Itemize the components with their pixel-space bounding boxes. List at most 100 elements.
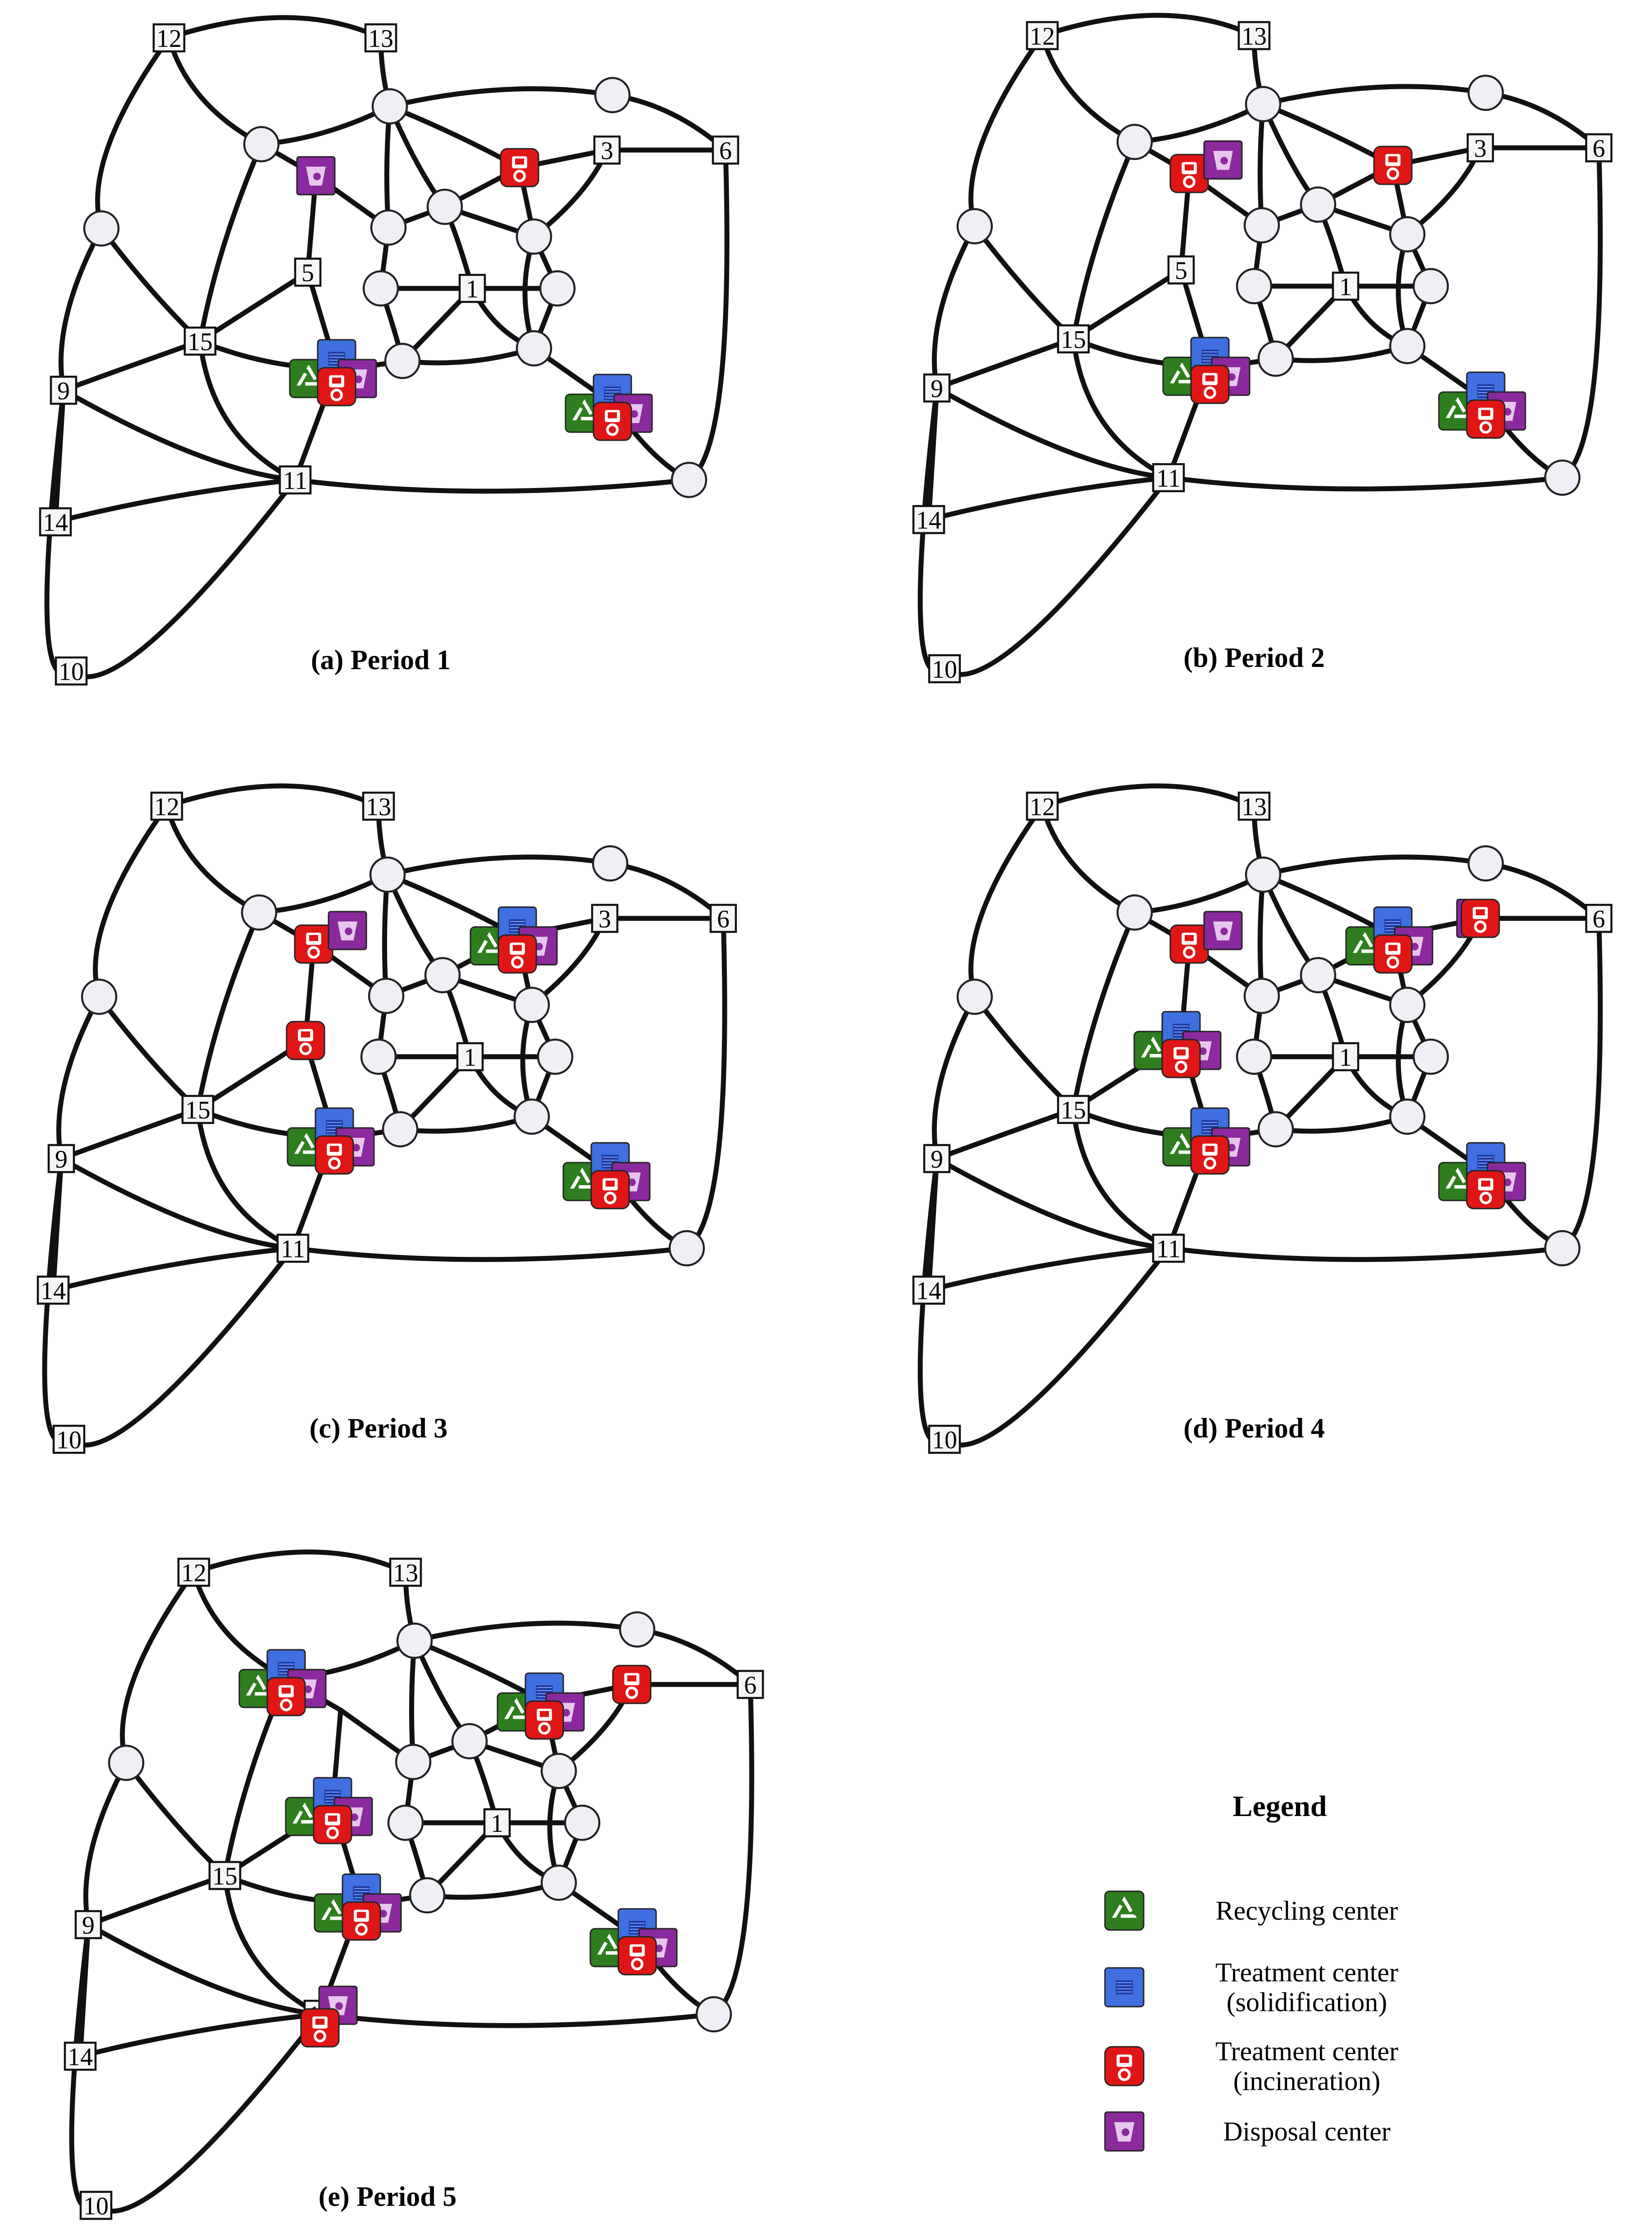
intermediate-node — [592, 845, 629, 882]
node-label: 15 — [187, 328, 213, 356]
road-link — [931, 224, 977, 391]
facility-cluster — [470, 906, 558, 974]
node-label: 13 — [393, 1559, 418, 1587]
road-link — [686, 147, 730, 483]
node-label: 1 — [464, 1044, 476, 1072]
panel-caption: (c) Period 3 — [310, 1413, 447, 1444]
intermediate-node — [539, 270, 576, 307]
node-label: 6 — [717, 905, 730, 933]
intermediate-node — [362, 270, 399, 307]
intermediate-node — [1389, 1098, 1426, 1135]
legend-item: Treatment center(solidification) — [1104, 1958, 1398, 2017]
node-14: 14 — [912, 505, 945, 534]
node-11: 11 — [1152, 463, 1185, 493]
panel-caption: (b) Period 2 — [1183, 643, 1324, 673]
road-link — [934, 1107, 1076, 1161]
intermediate-node — [243, 126, 280, 163]
road-link — [259, 104, 392, 147]
node-label: 1 — [491, 1810, 503, 1838]
road-link — [1560, 916, 1603, 1251]
node-13: 13 — [1237, 791, 1271, 821]
road-link — [59, 1156, 296, 1251]
node-label: 13 — [368, 25, 393, 53]
intermediate-node — [1236, 1038, 1273, 1075]
intermediate-node — [516, 330, 552, 367]
road-link — [1040, 13, 1257, 38]
facility-cluster — [1169, 911, 1243, 964]
node-10: 10 — [79, 2190, 113, 2220]
intermediate-node — [513, 986, 550, 1023]
node-label: 10 — [56, 1426, 82, 1454]
intermediate-node — [594, 77, 631, 114]
road-link — [1040, 33, 1137, 145]
road-link — [78, 2012, 323, 2059]
facility-cluster — [1162, 337, 1250, 404]
node-3: 3 — [593, 135, 621, 165]
node-15: 15 — [1057, 1095, 1090, 1124]
node-5: 5 — [294, 257, 322, 287]
road-link — [387, 86, 615, 109]
road-link — [972, 994, 1076, 1112]
road-link — [1273, 343, 1410, 363]
incineration-center-icon — [1161, 1039, 1201, 1078]
intermediate-node — [424, 957, 461, 994]
node-label: 13 — [1241, 793, 1267, 821]
legend-title: Legend — [1232, 1790, 1327, 1823]
node-12: 12 — [1026, 21, 1059, 50]
intermediate-node — [1467, 74, 1504, 111]
incineration-center-icon — [1190, 1135, 1230, 1175]
facility-cluster — [285, 1777, 373, 1844]
node-15: 15 — [1057, 324, 1090, 354]
intermediate-node — [1389, 328, 1426, 365]
node-label: 10 — [59, 658, 84, 686]
disposal-center-icon — [328, 911, 367, 950]
road-link — [1166, 1246, 1565, 1262]
road-link — [934, 1156, 1171, 1251]
legend-label: Treatment center — [1215, 2036, 1398, 2066]
node-label: 14 — [916, 1277, 941, 1305]
facility-cluster — [612, 1665, 652, 1704]
panel-caption: (e) Period 5 — [319, 2181, 456, 2212]
road-link — [53, 477, 298, 525]
node-label: 11 — [1156, 1235, 1181, 1263]
node-6: 6 — [736, 1670, 764, 1699]
road-link — [256, 872, 390, 915]
panel-caption: (a) Period 1 — [311, 645, 451, 675]
node-label: 11 — [1156, 465, 1181, 493]
road-link — [120, 1570, 196, 1766]
node-11: 11 — [276, 1233, 310, 1263]
facility-cluster — [565, 374, 653, 441]
intermediate-node — [108, 1744, 145, 1781]
road-link — [711, 1682, 754, 2017]
legend-label: (incineration) — [1233, 2066, 1381, 2096]
incineration-center-icon — [342, 1901, 381, 1941]
node-9: 9 — [50, 375, 78, 405]
road-link — [1071, 139, 1137, 342]
node-1: 1 — [456, 1042, 484, 1072]
incineration-center-icon — [300, 2008, 340, 2048]
road-link — [1257, 101, 1266, 228]
road-link — [382, 872, 390, 999]
road-link — [934, 336, 1076, 391]
incineration-center-icon — [315, 1135, 354, 1175]
incineration-center-icon — [294, 924, 333, 964]
intermediate-node — [1412, 268, 1449, 305]
road-link — [166, 15, 383, 41]
road-link — [972, 224, 1076, 342]
node-1: 1 — [458, 274, 486, 303]
node-1: 1 — [483, 1808, 511, 1838]
node-label: 6 — [1593, 135, 1605, 163]
facility-cluster — [500, 148, 539, 187]
node-label: 9 — [82, 1912, 95, 1939]
node-15: 15 — [208, 1861, 242, 1890]
road-link — [86, 1922, 323, 2017]
road-link — [95, 35, 172, 231]
road-link — [1132, 872, 1266, 915]
road-link — [1040, 803, 1137, 915]
node-label: 1 — [466, 275, 479, 303]
road-link — [59, 1107, 201, 1161]
road-link — [926, 475, 1171, 522]
node-label: 13 — [1241, 23, 1267, 50]
